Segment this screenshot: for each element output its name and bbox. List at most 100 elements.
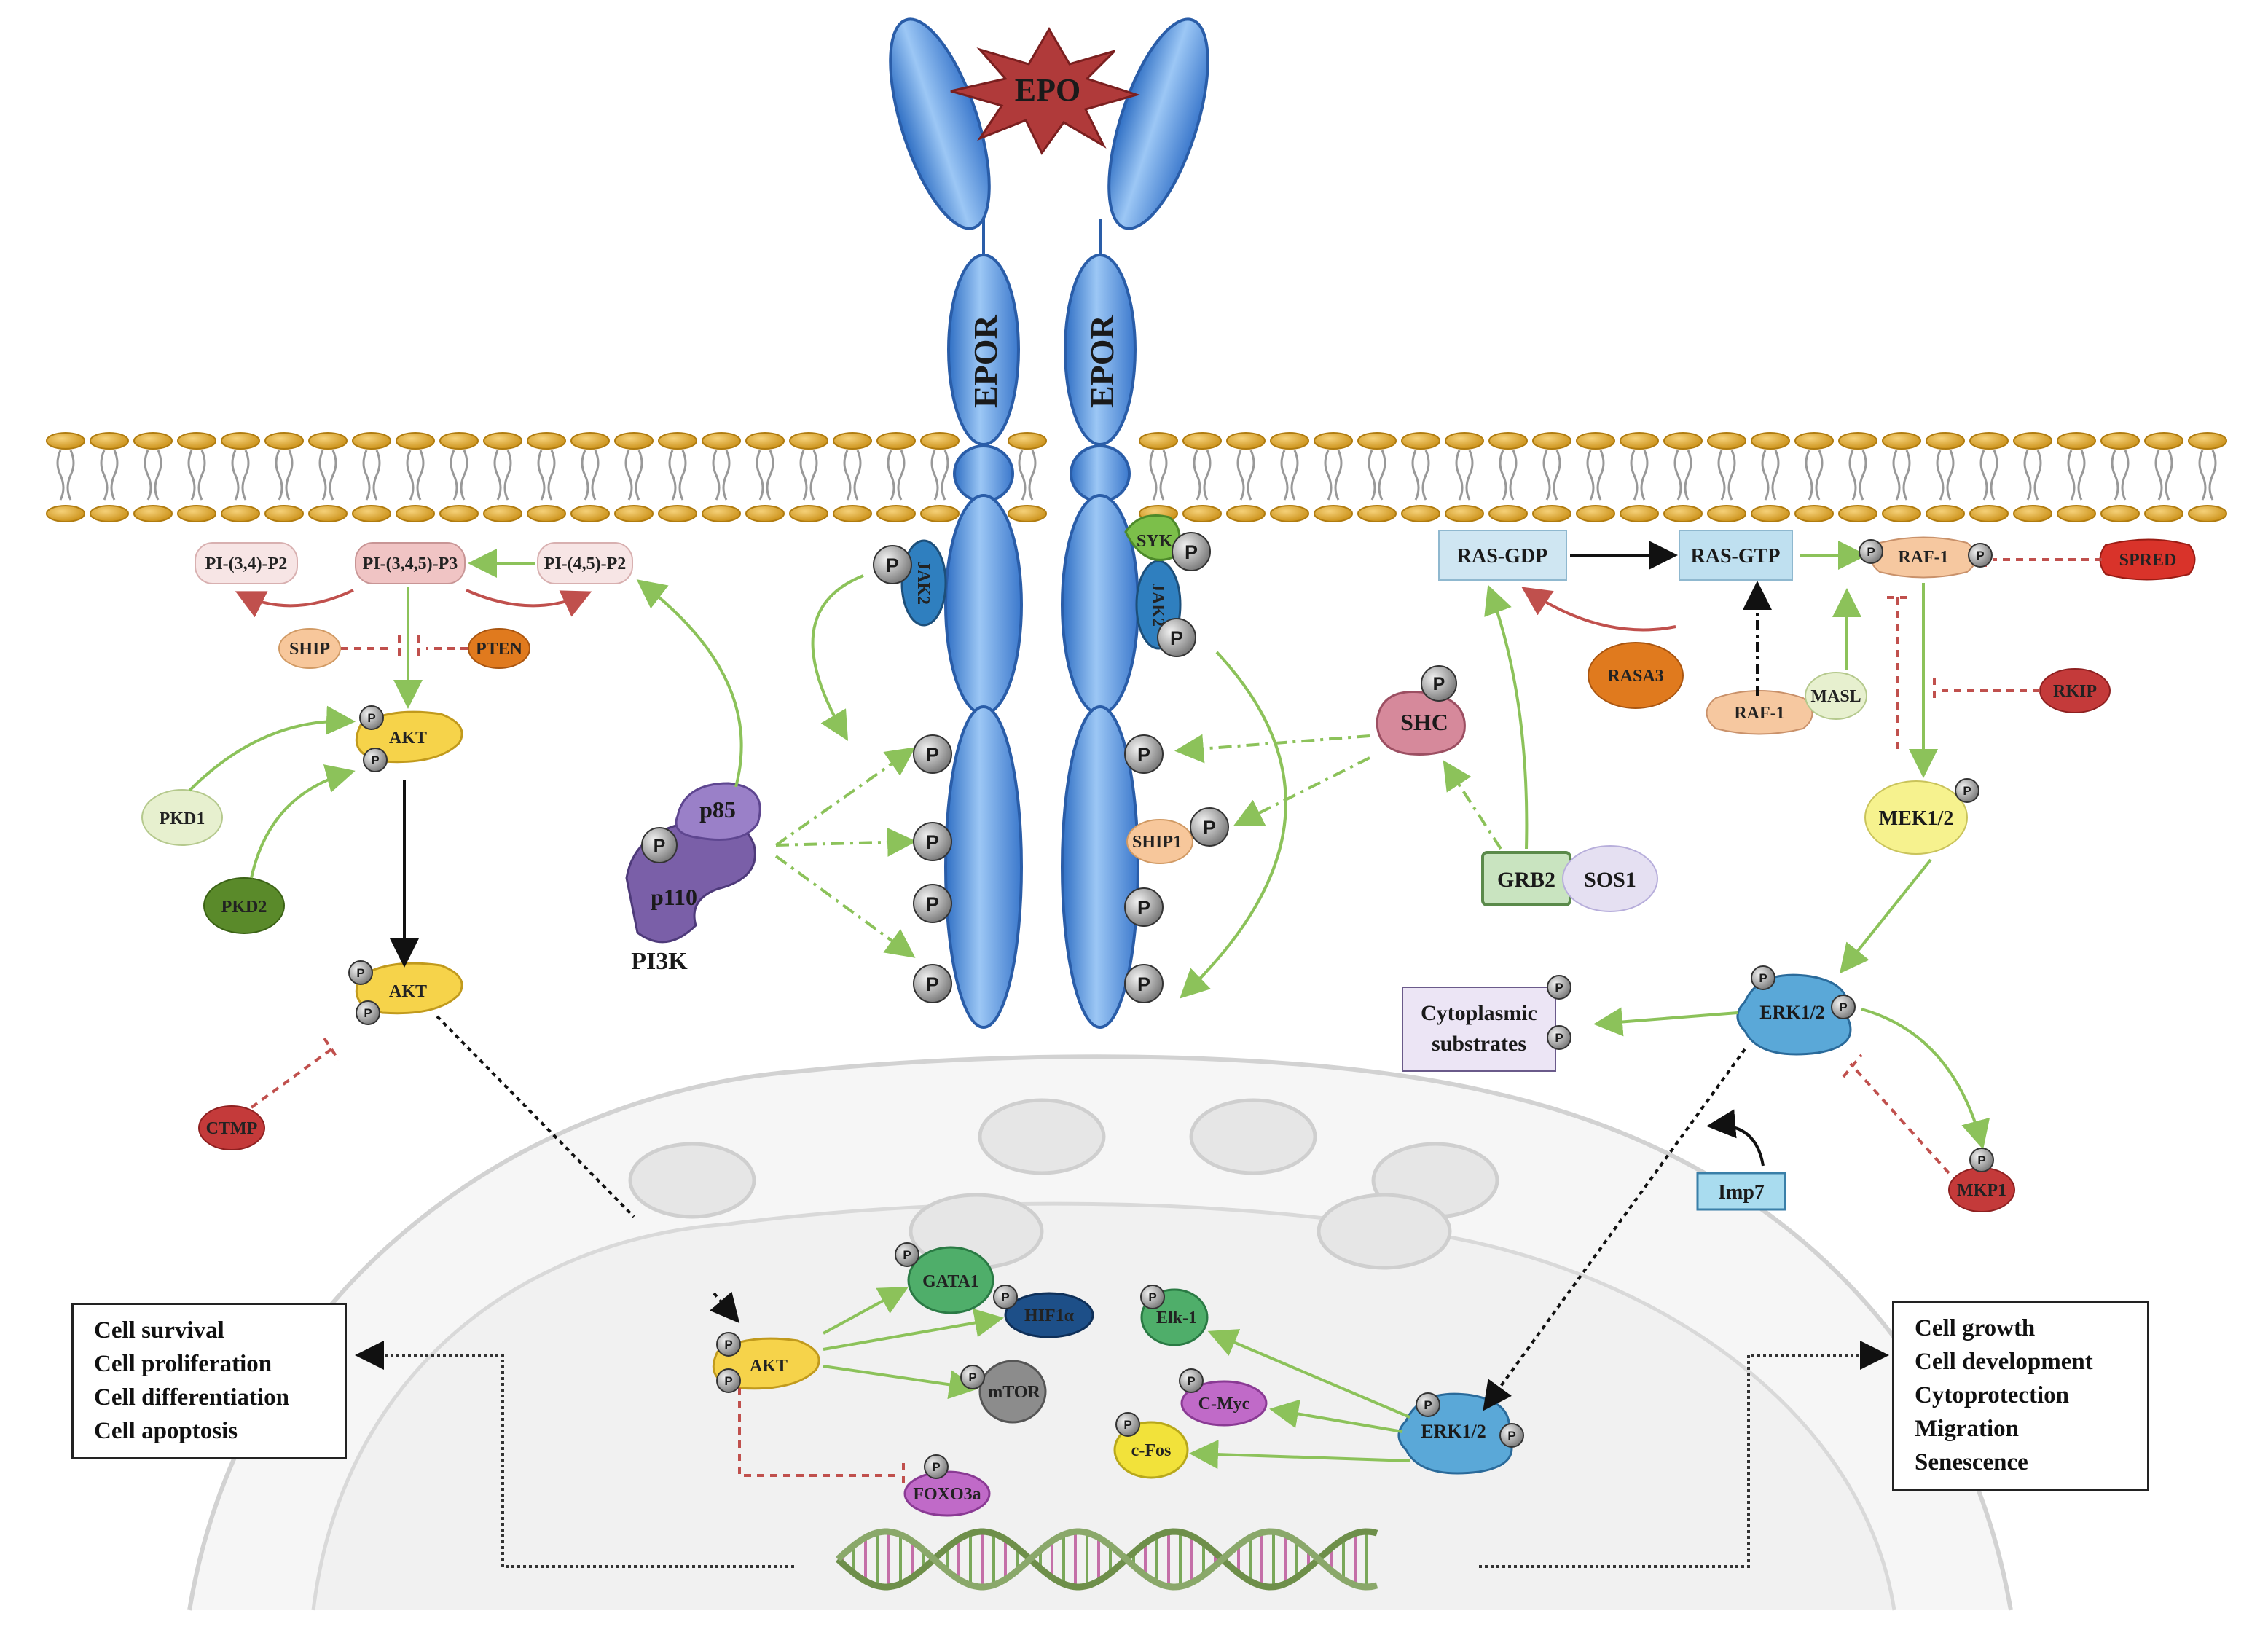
pten	[468, 628, 530, 669]
phospho-label: P	[1424, 1398, 1432, 1412]
phospho-label: P	[1203, 817, 1216, 839]
lipid-head	[264, 432, 304, 450]
ctmp	[198, 1105, 265, 1150]
ras-gdp	[1438, 530, 1567, 581]
phospho-label: P	[926, 973, 939, 995]
spred-label: SPRED	[2119, 551, 2177, 570]
phospho-label: P	[654, 836, 666, 856]
lipid-head	[1008, 432, 1047, 450]
arrow-akt-hif1a	[823, 1308, 1004, 1351]
lipid-head	[439, 505, 479, 522]
lipid-head	[1182, 505, 1222, 522]
epor-left	[889, 17, 1023, 1029]
lipid-head	[1226, 505, 1266, 522]
lipid-tail	[275, 450, 294, 501]
lipid-head	[1707, 432, 1746, 450]
ship-label: SHIP	[289, 640, 330, 659]
phospho-label: P	[724, 1374, 732, 1388]
lipid-tail	[1979, 450, 1998, 501]
lipid-head	[658, 432, 697, 450]
rkip-label: RKIP	[2053, 682, 2097, 701]
arrow-akt-gata1	[823, 1287, 909, 1335]
outcome-right-item: Migration	[1915, 1416, 2019, 1442]
lipid-tail	[1542, 450, 1561, 501]
lipid-head	[1314, 432, 1353, 450]
outcome-left-item: Cell survival	[94, 1317, 224, 1344]
lipid-head	[876, 505, 916, 522]
outcome-right-item: Cytoprotection	[1915, 1382, 2070, 1408]
arrow-erk-mkp1	[1861, 1008, 1990, 1150]
outcomes-right-box: Cell growth Cell development Cytoprotect…	[1892, 1301, 2149, 1491]
lipid-head	[264, 505, 304, 522]
phospho-label: P	[724, 1338, 732, 1352]
lipid-tail	[1630, 450, 1649, 501]
lipid-tail	[1805, 450, 1824, 501]
shc-label: SHC	[1400, 709, 1448, 735]
outcome-left-item: Cell apoptosis	[94, 1418, 238, 1444]
phospho-label: P	[1963, 784, 1971, 798]
lipid-tail	[2198, 450, 2217, 501]
ctmp-label: CTMP	[206, 1119, 258, 1138]
rasa3	[1588, 642, 1684, 709]
dna-strand	[835, 1528, 1378, 1591]
lipid-head	[46, 432, 85, 450]
outcome-right-item: Senescence	[1915, 1449, 2028, 1475]
arrow-shc-ship1	[1233, 756, 1370, 826]
phospho-label: P	[1185, 541, 1198, 563]
lipid-head	[90, 505, 129, 522]
erk-cyto	[1736, 973, 1852, 1056]
phospho-label: P	[1001, 1290, 1009, 1304]
phospho-label: P	[932, 1460, 940, 1474]
gata1-label: GATA1	[922, 1272, 979, 1291]
rkip-inhibit	[1933, 678, 2040, 704]
raf1-inhibit-line	[1887, 596, 1909, 750]
lipid-tail	[144, 450, 162, 501]
lipid-head	[483, 505, 522, 522]
lipid-head	[1751, 432, 1790, 450]
lipid-tail	[2067, 450, 2086, 501]
lipid-head	[46, 505, 85, 522]
lipid-tail	[1280, 450, 1299, 501]
lipid-head	[920, 432, 960, 450]
phospho-label: P	[926, 893, 939, 915]
phospho-label: P	[371, 753, 379, 767]
ras-gtp-label: RAS-GTP	[1691, 545, 1781, 568]
arrow-jak-p-left	[811, 574, 864, 741]
phospho-label: P	[367, 711, 375, 725]
phospho-badge	[1190, 807, 1229, 847]
lipid-tail	[362, 450, 381, 501]
syk-label: SYK	[1137, 532, 1173, 551]
phospho-badge	[1968, 543, 1993, 568]
phospho-label: P	[1170, 627, 1183, 649]
lipid-head	[658, 505, 697, 522]
arrow-pkd2-akt	[250, 764, 356, 879]
rasa3-label: RASA3	[1607, 667, 1663, 686]
phospho-label: P	[1123, 1418, 1131, 1432]
raf1-lower	[1706, 690, 1813, 735]
lipid-head	[1969, 432, 2009, 450]
phospho-label: P	[1137, 973, 1150, 995]
phospho-label: P	[1555, 981, 1563, 995]
lipid-head	[308, 432, 348, 450]
cmyc-label: C-Myc	[1198, 1395, 1250, 1414]
cmyc	[1180, 1380, 1268, 1427]
phospho-badge	[960, 1365, 985, 1389]
arrow-akt-mtor	[823, 1365, 978, 1400]
lipid-head	[2057, 432, 2096, 450]
phospho-badge	[1547, 1025, 1571, 1050]
lipid-head	[876, 432, 916, 450]
phospho-label: P	[356, 966, 364, 980]
arrow-imp7	[1706, 1109, 1765, 1167]
phospho-label: P	[1977, 1153, 1985, 1167]
phospho-label: P	[1507, 1429, 1515, 1443]
lipid-tail	[930, 450, 949, 501]
phospho-label: P	[1759, 971, 1767, 985]
arrow-pi345-pi34	[235, 589, 354, 618]
lipid-head	[1532, 432, 1571, 450]
lipid-head	[2188, 505, 2227, 522]
ship1-label: SHIP1	[1132, 833, 1182, 852]
lipid-head	[1620, 432, 1659, 450]
phospho-badge	[993, 1285, 1018, 1309]
